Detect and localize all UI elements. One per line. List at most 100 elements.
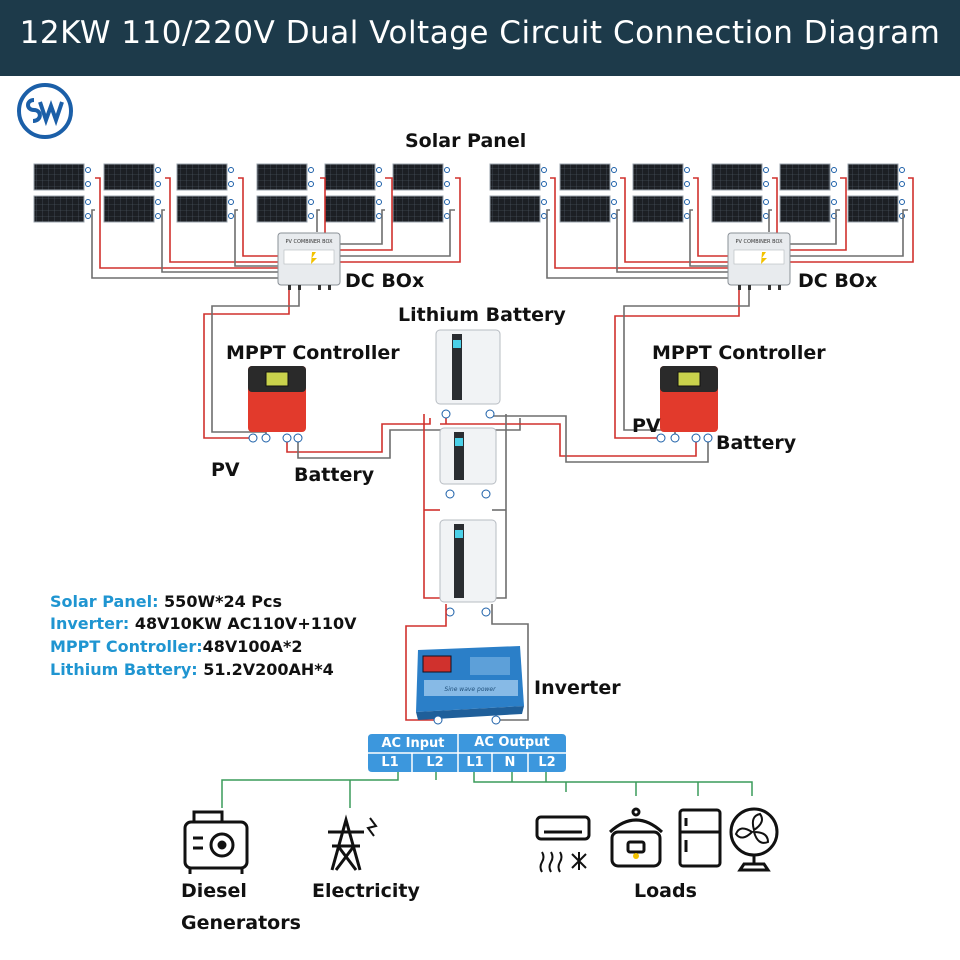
panel-terminal <box>831 181 837 187</box>
solar-panel <box>489 163 541 191</box>
spec-value: 48V10KW AC110V+110V <box>134 614 357 633</box>
panel-terminal <box>444 167 450 173</box>
power-tower-icon <box>328 814 378 871</box>
ac-terminal-panel <box>368 734 566 772</box>
panel-terminal <box>228 213 234 219</box>
battery-wiring <box>286 414 709 599</box>
battery-terminal <box>481 607 491 617</box>
battery-label-right: Battery <box>716 432 797 454</box>
ac-input-terminal: L1 <box>381 755 399 770</box>
panel-terminal <box>611 181 617 187</box>
solar-panel <box>847 195 899 223</box>
diesel-label: Diesel <box>181 880 247 902</box>
dc-box-label-right: DC BOx <box>798 270 878 292</box>
dc-box-label-left: DC BOx <box>345 270 425 292</box>
panel-terminal <box>85 213 91 219</box>
spec-value: 48V100A*2 <box>202 637 303 656</box>
panel-terminal <box>308 167 314 173</box>
panel-terminal <box>684 167 690 173</box>
panel-wiring-right <box>546 177 914 279</box>
panel-terminal <box>228 199 234 205</box>
rice-cooker-icon <box>608 807 664 868</box>
lithium-battery-unit <box>439 519 497 617</box>
page-title: 12KW 110/220V Dual Voltage Circuit Conne… <box>19 15 941 51</box>
panel-terminal <box>763 213 769 219</box>
sw-logo-icon <box>17 83 73 139</box>
solar-panel <box>559 195 611 223</box>
header-bar: 12KW 110/220V Dual Voltage Circuit Conne… <box>0 0 960 76</box>
mppt-controller-label-right: MPPT Controller <box>652 342 826 364</box>
ac-input-title: AC Input <box>381 736 445 751</box>
panel-terminal <box>684 213 690 219</box>
combiner-box-text: PV COMBINER BOX <box>285 239 333 245</box>
battery-label-left: Battery <box>294 464 375 486</box>
dc-combiner-box-right: PV COMBINER BOX <box>727 232 791 290</box>
panel-terminal <box>228 181 234 187</box>
panel-terminal <box>444 199 450 205</box>
panel-terminal <box>444 181 450 187</box>
spec-key: Solar Panel: <box>50 592 165 611</box>
solar-panel <box>176 163 228 191</box>
panel-terminal <box>228 167 234 173</box>
solar-panel-array-left <box>33 163 450 223</box>
ac-output-title: AC Output <box>474 735 550 750</box>
spec-line: Lithium Battery: 51.2V200AH*4 <box>50 660 334 679</box>
mppt-controller-label-left: MPPT Controller <box>226 342 400 364</box>
generators-label: Generators <box>181 912 301 934</box>
battery-terminal <box>485 409 495 419</box>
generator-icon <box>183 810 249 874</box>
panel-terminal <box>308 199 314 205</box>
panel-terminal <box>831 199 837 205</box>
panel-terminal <box>85 181 91 187</box>
solar-panel <box>711 195 763 223</box>
panel-terminal <box>899 167 905 173</box>
panel-terminal <box>611 213 617 219</box>
panel-terminal <box>155 167 161 173</box>
panel-terminal <box>444 213 450 219</box>
solar-panel <box>392 195 444 223</box>
panel-terminal <box>308 213 314 219</box>
lithium-battery-unit <box>439 427 497 499</box>
spec-value: 51.2V200AH*4 <box>203 660 334 679</box>
battery-terminal <box>441 409 451 419</box>
spec-line: MPPT Controller:48V100A*2 <box>50 637 303 656</box>
panel-terminal <box>611 167 617 173</box>
combiner-box-text: PV COMBINER BOX <box>735 239 783 245</box>
spec-key: Inverter: <box>50 614 135 633</box>
panel-terminal <box>541 181 547 187</box>
panel-terminal <box>376 213 382 219</box>
panel-terminal <box>684 199 690 205</box>
spec-key: MPPT Controller: <box>50 637 203 656</box>
panel-terminal <box>85 199 91 205</box>
panel-terminal <box>376 167 382 173</box>
solar-panel <box>324 195 376 223</box>
panel-wiring-left <box>91 177 461 279</box>
solar-panel <box>392 163 444 191</box>
spec-line: Inverter: 48V10KW AC110V+110V <box>50 614 357 633</box>
mppt-controller-right <box>656 366 718 443</box>
panel-terminal <box>899 199 905 205</box>
inverter-brand-text: Sine wave power <box>444 686 496 693</box>
solar-panel <box>779 163 831 191</box>
fan-icon <box>729 807 779 872</box>
panel-terminal <box>763 167 769 173</box>
pv-label-right: PV <box>632 415 661 437</box>
refrigerator-icon <box>678 808 722 868</box>
battery-terminal <box>445 607 455 617</box>
ac-output-terminal: N <box>504 755 516 770</box>
panel-terminal <box>831 167 837 173</box>
solar-panel <box>489 195 541 223</box>
spec-value: 550W*24 Pcs <box>164 592 283 611</box>
solar-panel <box>33 195 85 223</box>
battery-terminal <box>481 489 491 499</box>
lithium-battery-label: Lithium Battery <box>398 304 566 326</box>
ac-wiring <box>221 772 753 808</box>
panel-terminal <box>899 181 905 187</box>
ac-input-terminal: L2 <box>426 755 444 770</box>
inverter-dc-wiring <box>405 604 529 721</box>
panel-terminal <box>308 181 314 187</box>
solar-panel <box>632 195 684 223</box>
solar-panel <box>847 163 899 191</box>
panel-terminal <box>611 199 617 205</box>
